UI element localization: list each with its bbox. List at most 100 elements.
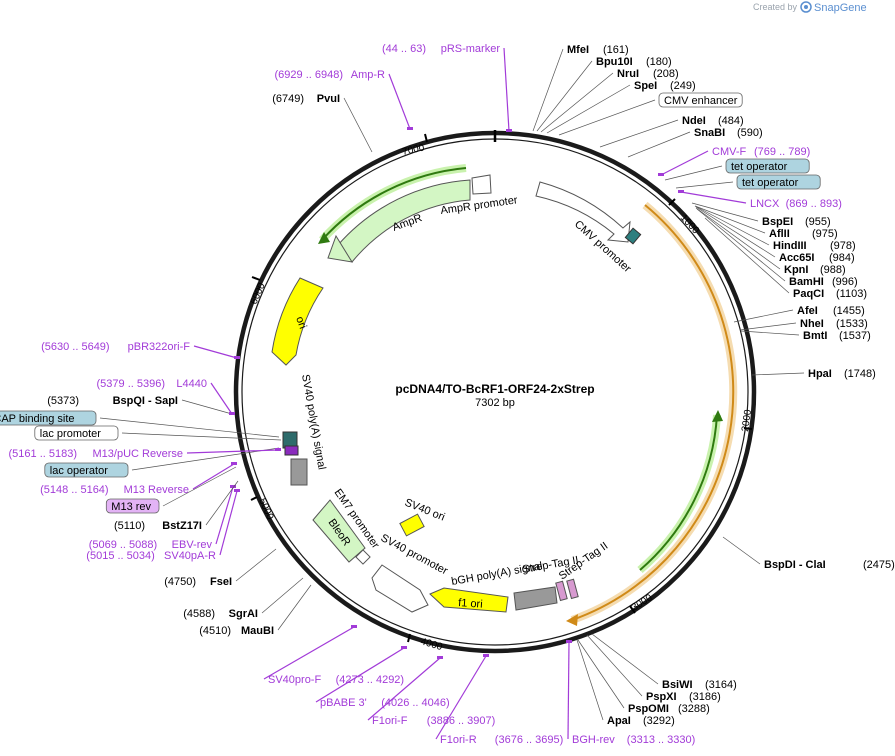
feature-box [34, 425, 119, 441]
site-label-pbr322ori-f: pBR322ori-F (5630 .. 5649) [41, 341, 190, 353]
site-position: (5379 .. 5396) [97, 378, 166, 390]
primer-mark [275, 448, 281, 451]
plasmid-size: 7302 bp [475, 397, 515, 409]
leader-line [532, 48, 564, 132]
site-name: MfeI [567, 44, 589, 56]
primer-mark [229, 412, 235, 415]
site-label-bspei: BspEI (955) [762, 216, 831, 228]
site-name: BspQI - SapI [113, 395, 178, 407]
site-labels: MfeI(161)Bpu10I(180)NruI(208)SpeI(249)CM… [0, 43, 895, 746]
leader-line [121, 432, 282, 441]
site-name: L4440 [176, 378, 207, 390]
leader-line [733, 309, 794, 323]
site-label-paqci: PaqCI (1103) [793, 288, 867, 300]
site-label-m13-rev: M13 rev [105, 498, 160, 514]
site-name: BspEI [762, 216, 793, 228]
site-label-pvui: PvuI (6749) [272, 93, 340, 105]
leader-line [694, 205, 770, 246]
site-name: PaqCI [793, 288, 824, 300]
feature-cmv-promoter: CMV promoter [535, 181, 642, 275]
leader-line [210, 382, 233, 415]
leader-line [162, 466, 237, 507]
box-label-text: tet operator [742, 177, 799, 189]
leader-line [591, 633, 659, 685]
site-position: (988) [820, 264, 846, 276]
leader-line [751, 372, 805, 376]
site-name: AflII [769, 228, 790, 240]
feature-sv40-ori: SV40 ori [399, 497, 447, 537]
primer-mark [234, 489, 240, 492]
site-label-bstz17i: BstZ17I(5110) [114, 520, 202, 532]
insert-arc [566, 201, 738, 626]
site-label-afei: AfeI (1455) [797, 305, 865, 317]
leader-line [722, 536, 761, 565]
site-label-bsiwi: BsiWI(3164) [662, 679, 737, 691]
site-position: (1455) [833, 305, 865, 317]
site-name: AfeI [797, 305, 818, 317]
leader-line [235, 548, 277, 582]
leader-line [696, 208, 786, 282]
site-name: NheI [800, 318, 824, 330]
tick-7000: 7000 [401, 133, 428, 158]
feature-f1-ori: f1 ori [429, 587, 509, 613]
primer-mark [234, 356, 240, 359]
leader-line [343, 97, 373, 153]
site-label-kpni: KpnI(988) [784, 264, 846, 276]
leader-line [186, 449, 279, 454]
leader-line [181, 399, 233, 415]
site-name: ApaI [607, 715, 631, 727]
site-name: PspOMI [628, 703, 669, 715]
leader-line [627, 131, 691, 158]
site-position: (44 .. 63) [382, 43, 426, 55]
site-label-hindiii: HindIII(978) [773, 240, 856, 252]
leader-line [215, 486, 234, 545]
site-position: (3313 .. 3330) [627, 734, 696, 746]
leader-line [546, 84, 631, 134]
svg-text:6000: 6000 [249, 281, 268, 306]
site-position: (6749) [272, 93, 304, 105]
primer-mark [678, 190, 684, 193]
svg-text:2000: 2000 [740, 408, 754, 432]
site-label-cmv-enhancer: CMV enhancer [658, 92, 743, 108]
site-label-bpu10i: Bpu10I(180) [596, 56, 672, 68]
box-label-text: CAP binding site [0, 413, 75, 425]
leader-line [664, 165, 723, 181]
site-name: BstZ17I [162, 520, 202, 532]
site-label-pspxi: PspXI(3186) [646, 691, 721, 703]
site-label-lac-promoter: lac promoter [34, 425, 119, 441]
site-position: (5630 .. 5649) [41, 341, 110, 353]
site-name: SV40pA-R [164, 550, 216, 562]
site-label-hpai: HpaI(1748) [808, 368, 876, 380]
site-name: SgrAI [229, 608, 258, 620]
site-name: NruI [617, 68, 639, 80]
site-name: pRS-marker [441, 43, 501, 55]
site-name: CMV-F [712, 146, 747, 158]
primer-mark [407, 127, 413, 130]
site-label-aflii: AflII(975) [769, 228, 838, 240]
site-name: LNCX [750, 198, 780, 210]
site-name: F1ori-F [372, 715, 408, 727]
site-name: BsiWI [662, 679, 693, 691]
primer-mark [230, 485, 236, 488]
leader-line [193, 345, 238, 359]
leader-line [192, 463, 235, 490]
leader-line [503, 47, 510, 132]
site-name: pBR322ori-F [128, 341, 191, 353]
leader-line [388, 73, 411, 130]
site-label-lac-operator: lac operator [44, 462, 129, 478]
leader-line [567, 641, 570, 740]
site-position: (1103) [836, 288, 867, 300]
box-label-text: M13 rev [111, 501, 151, 513]
site-position: (955) [805, 216, 831, 228]
box-label-text: lac operator [50, 465, 108, 477]
site-name: PvuI [317, 93, 340, 105]
site-position: (6929 .. 6948) [275, 69, 344, 81]
site-name: Acc65I [779, 252, 814, 264]
site-label-sv40pa-r: SV40pA-R(5015 .. 5034) [86, 550, 216, 562]
box-label-text: lac promoter [40, 428, 101, 440]
site-label-cap-binding-site: CAP binding site [0, 410, 97, 426]
site-label-lncx: LNCX(869 .. 893) [750, 198, 842, 210]
site-name: HindIII [773, 240, 807, 252]
leader-line [740, 330, 800, 336]
